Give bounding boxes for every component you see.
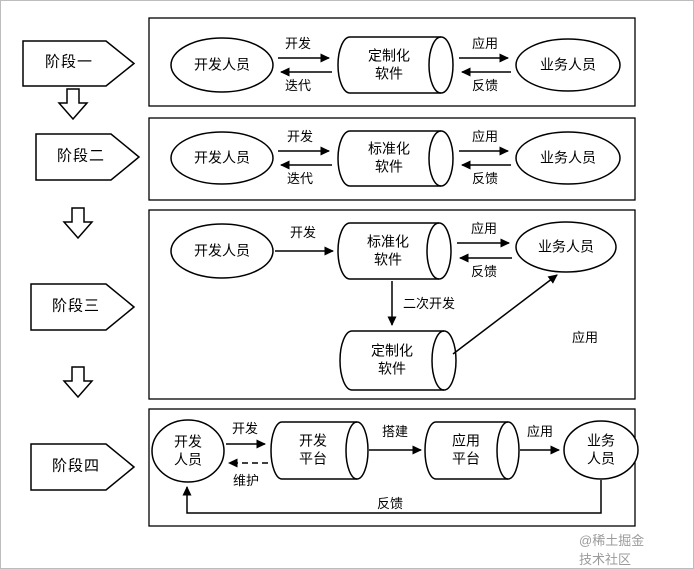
panel2-standard-software-cylinder-cap [428,130,442,187]
panel1-iterate-label: 迭代 [284,77,312,93]
down-arrow-icon [62,207,94,240]
panel4-apply-label: 应用 [526,423,554,439]
panel2-standard-software-label: 标准化 软件 [368,140,410,175]
panel3-developer-ellipse [170,223,274,279]
panel-4-box [148,408,636,527]
panel4-feedback-label: 反馈 [376,495,404,511]
panel1-developer-ellipse [170,37,274,93]
panel1-develop-label: 开发 [284,35,312,51]
panel3-developer-label: 开发人员 [194,242,250,259]
panel3-apply-label: 应用 [470,220,498,236]
panel2-feedback-label: 反馈 [471,170,499,186]
panel2-developer-label: 开发人员 [194,149,250,166]
down-arrow-icon [62,366,94,399]
panel4-app-platform-label: 应用 平台 [452,432,480,467]
panel1-business-ellipse [515,38,621,92]
panel1-developer-label: 开发人员 [194,56,250,73]
stage-2-label: 阶段二 [56,147,106,165]
panel2-developer-ellipse [170,131,274,185]
panel2-develop-label: 开发 [286,128,314,144]
panel2-iterate-label: 迭代 [286,170,314,186]
panel3-standard-software-cylinder-cap [426,222,440,280]
panel3-custom-software-cylinder-cap [431,330,445,391]
panel4-developer-label: 开发 人员 [174,433,202,468]
panel4-build-label: 搭建 [381,423,409,439]
panel4-developer-ellipse [151,419,225,483]
down-arrow-icon [57,88,89,121]
stage-3-arrow-shape [30,283,136,331]
panel4-business-ellipse [563,420,639,480]
panel3-secondary-develop-label: 二次开发 [402,295,456,311]
stage-3-label: 阶段三 [51,297,101,315]
panel2-business-label: 业务人员 [540,149,596,166]
panel4-maintain-label: 维护 [232,472,260,488]
panel3-business-ellipse [515,221,617,273]
panel1-custom-software-label: 定制化 软件 [368,47,410,82]
panel1-custom-software-cylinder-cap [428,36,442,94]
panel2-apply-label: 应用 [471,128,499,144]
panel3-business-label: 业务人员 [538,238,594,255]
stage-1-arrow-shape [22,40,136,87]
panel1-feedback-label: 反馈 [471,77,499,93]
panel3-develop-label: 开发 [289,224,317,240]
panel4-feedback-loop-arrow [182,480,602,514]
panel3-apply-custom-arrow [452,274,558,355]
panel3-custom-software-label: 定制化 软件 [371,342,413,377]
stage-2-arrow-shape [35,133,141,181]
panel3-apply-custom-label: 应用 [571,329,599,345]
watermark-text: @稀土掘金技术社区 [579,533,645,567]
panel4-develop-label: 开发 [231,420,259,436]
panel4-dev-platform-cylinder-cap [345,421,358,480]
stage-1-label: 阶段一 [44,53,94,71]
panel3-standard-software-label: 标准化 软件 [367,233,409,268]
panel1-business-label: 业务人员 [540,56,596,73]
panel4-dev-platform-label: 开发 平台 [299,432,327,467]
panel1-apply-label: 应用 [471,35,499,51]
panel2-business-ellipse [515,131,621,185]
stage-4-label: 阶段四 [51,457,101,475]
panel4-business-label: 业务 人员 [587,432,615,467]
panel3-feedback-label: 反馈 [470,263,498,279]
panel4-app-platform-cylinder-cap [496,421,509,480]
stage-4-arrow-shape [30,443,136,491]
